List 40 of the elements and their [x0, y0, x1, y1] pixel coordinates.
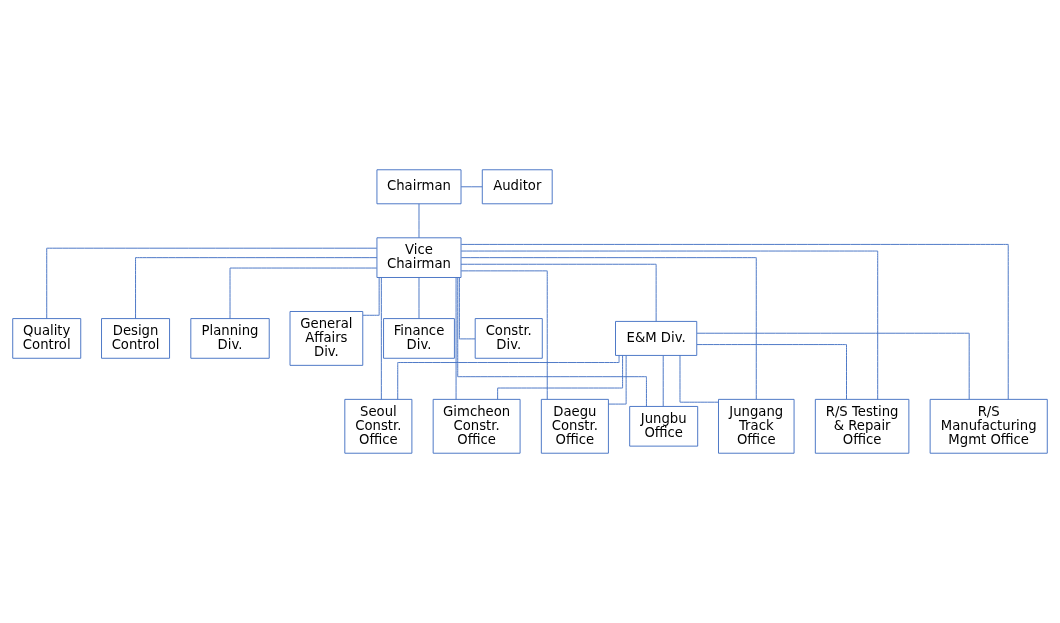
node-box: Quality Control	[12, 318, 82, 359]
node-box: Planning Div.	[190, 318, 270, 359]
connector	[460, 263, 657, 322]
node-box: Constr. Div.	[474, 318, 543, 359]
connector	[229, 267, 378, 319]
connector	[418, 277, 420, 319]
connector	[380, 277, 382, 400]
connector	[46, 247, 378, 319]
connector	[397, 355, 620, 400]
connector	[608, 355, 627, 405]
connector	[497, 355, 624, 400]
node-box: Jungbu Office	[629, 405, 699, 447]
node-box: Gimcheon Constr. Office	[432, 398, 521, 454]
node-box: Seoul Constr. Office	[344, 398, 413, 454]
connector	[458, 277, 476, 340]
node-box: E&M Div.	[615, 320, 698, 356]
connector	[418, 203, 420, 239]
node-box: Chairman	[376, 169, 462, 205]
node-box: General Affairs Div.	[289, 311, 364, 366]
connector	[662, 355, 664, 407]
connector	[696, 332, 970, 400]
connector	[460, 243, 1009, 400]
connector	[460, 186, 483, 188]
connector	[457, 277, 647, 407]
connector	[455, 277, 457, 400]
node-box: Vice Chairman	[376, 237, 462, 278]
node-box: R/S Manufacturing Mgmt Office	[929, 398, 1048, 454]
node-box: R/S Testing & Repair Office	[814, 398, 910, 454]
connector	[135, 257, 378, 319]
node-box: Design Control	[101, 318, 171, 359]
node-box: Finance Div.	[383, 318, 455, 359]
node-box: Jungang Track Office	[718, 398, 795, 454]
connector	[679, 355, 719, 403]
node-box: Auditor	[481, 169, 553, 205]
connector	[460, 270, 548, 400]
connector	[362, 277, 380, 316]
connector	[460, 257, 757, 400]
connector	[460, 250, 879, 400]
connector	[696, 344, 847, 400]
node-box: Daegu Constr. Office	[540, 398, 609, 454]
